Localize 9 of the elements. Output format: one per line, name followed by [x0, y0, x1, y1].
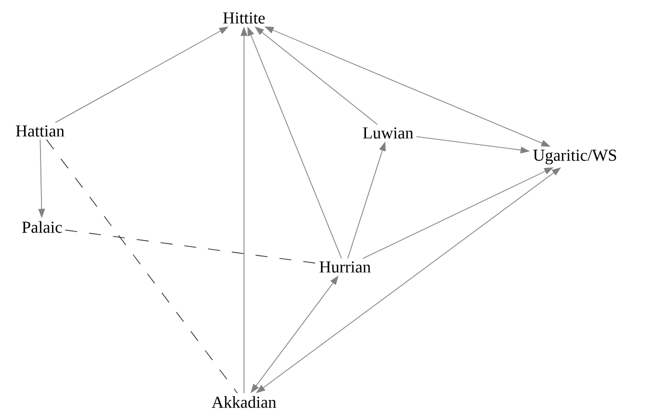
language-label: Luwian — [363, 127, 414, 139]
language-label: Hurrian — [320, 261, 371, 273]
language-label: Hattian — [16, 125, 64, 137]
dashed-line — [64, 230, 317, 264]
language-label: Ugaritic/WS — [533, 150, 616, 164]
dashed-line — [46, 139, 238, 394]
language-label: Palaic — [22, 221, 62, 233]
language-label: Hittite — [223, 12, 265, 24]
language-label: Akkadian — [212, 396, 276, 408]
